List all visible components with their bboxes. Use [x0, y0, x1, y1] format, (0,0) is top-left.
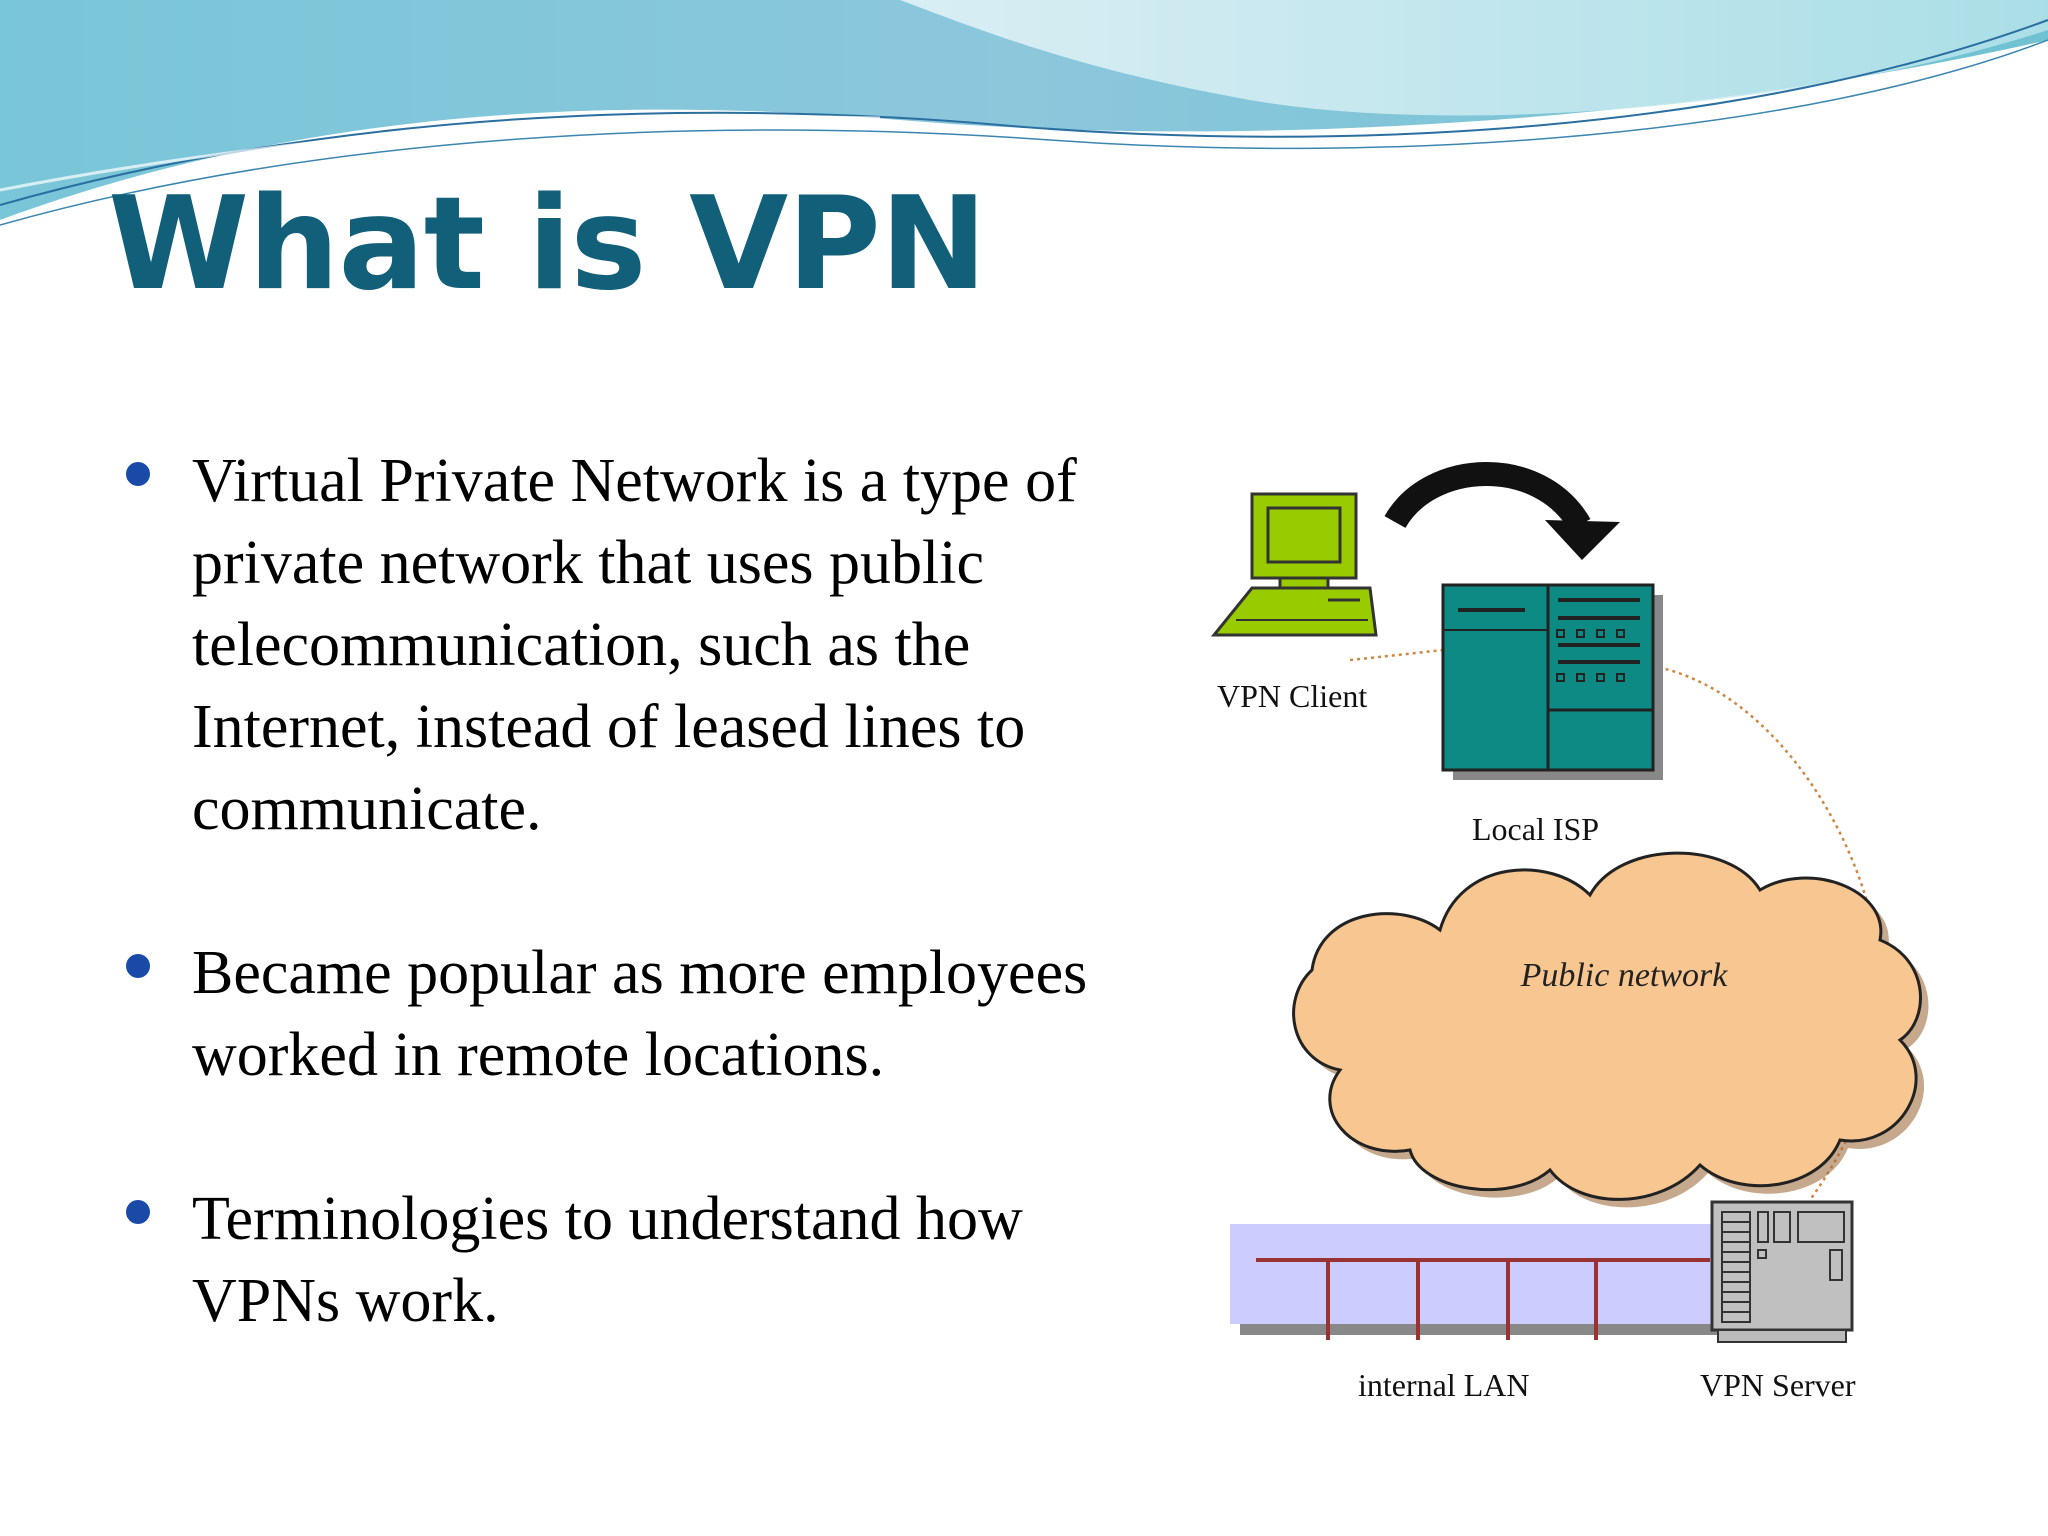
bullet-text: Virtual Private Network is a type of pri… [192, 447, 1077, 843]
bullet-dot-icon [126, 462, 150, 486]
internal-lan-label: internal LAN [1358, 1367, 1530, 1403]
client-isp-link [1349, 648, 1446, 662]
vpn-server-label: VPN Server [1700, 1367, 1856, 1403]
slide-title: What is VPN [108, 170, 987, 319]
curved-arrow-icon [1384, 462, 1620, 560]
bullet-text: Became popular as more employees worked … [192, 939, 1088, 1089]
header-wave-decoration [0, 0, 2048, 226]
bullet-item: Became popular as more employees worked … [120, 932, 1130, 1096]
local-isp-label: Local ISP [1472, 811, 1599, 847]
public-network-label: Public network [1520, 957, 1729, 994]
public-network-cloud-icon [1292, 851, 1929, 1208]
bullet-dot-icon [126, 954, 150, 978]
internal-lan-icon [1230, 1224, 1740, 1340]
local-isp-server-icon [1441, 583, 1663, 780]
vpn-server-icon [1710, 1200, 1854, 1343]
vpn-diagram: VPN Client Local ISP Public network [1210, 462, 1929, 1403]
bullet-list: Virtual Private Network is a type of pri… [120, 440, 1130, 1342]
bullet-dot-icon [126, 1200, 150, 1224]
vpn-client-label: VPN Client [1217, 678, 1367, 714]
bullet-item: Virtual Private Network is a type of pri… [120, 440, 1130, 850]
bullet-text: Terminologies to understand how VPNs wor… [192, 1185, 1023, 1335]
bullet-item: Terminologies to understand how VPNs wor… [120, 1178, 1130, 1342]
vpn-client-computer-icon [1210, 492, 1378, 637]
